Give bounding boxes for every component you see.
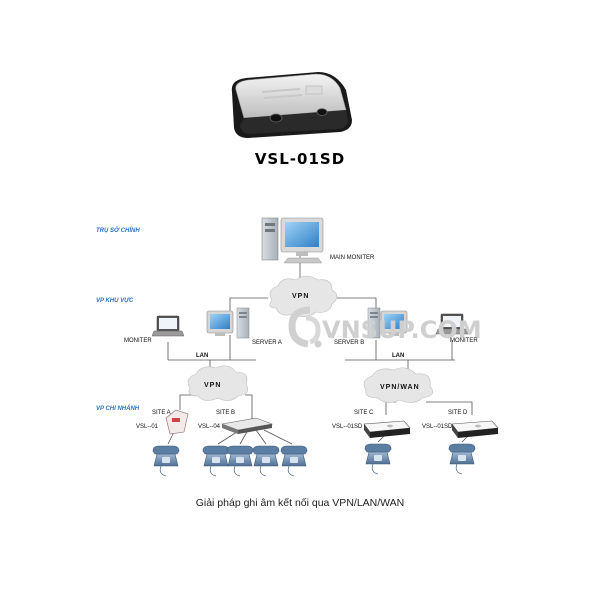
device-b-label: VSL--04 bbox=[198, 424, 221, 430]
main-monitor-computer bbox=[261, 217, 324, 264]
site-c-label: SITE C bbox=[354, 410, 374, 416]
vpn-top-label: VPN bbox=[292, 293, 310, 300]
site-a-recorder bbox=[165, 409, 189, 435]
phone-icon bbox=[202, 445, 230, 477]
site-b-label: SITE B bbox=[216, 410, 236, 416]
tier-label-branch-office: VP CHI NHÁNH bbox=[96, 406, 140, 412]
vpn-left-label: VPN bbox=[204, 382, 222, 389]
phone-icon bbox=[226, 445, 254, 477]
device-a-label: VSL--01 bbox=[136, 424, 159, 430]
tier-label-regional-office: VP KHU VỰC bbox=[96, 298, 134, 304]
product-model-title: VSL-01SD bbox=[254, 150, 346, 168]
tier-label-head-office: TRỤ SỞ CHÍNH bbox=[96, 228, 140, 234]
phone-icon bbox=[252, 445, 280, 477]
site-d-label: SITE D bbox=[448, 410, 468, 416]
server-a-label: SERVER A bbox=[252, 340, 282, 346]
phone-icon bbox=[280, 445, 308, 477]
main-monitor-label: MAIN MONITER bbox=[330, 255, 375, 261]
server-a-monitor bbox=[206, 310, 234, 337]
vpn-wan-right-label: VPN/WAN bbox=[380, 384, 420, 391]
phone-icon bbox=[364, 443, 392, 475]
watermark-text: VNSUP.COM bbox=[322, 316, 482, 344]
cloud-shapes bbox=[187, 275, 433, 403]
monitor-left-label: MONITER bbox=[124, 338, 152, 344]
phone-icon bbox=[448, 443, 476, 475]
site-a-label: SITE A bbox=[152, 410, 171, 416]
site-d-recorder bbox=[451, 420, 499, 439]
lan-right-label: LAN bbox=[392, 353, 405, 359]
site-c-recorder bbox=[363, 420, 411, 439]
watermark-logo-icon bbox=[288, 306, 322, 348]
server-a-tower bbox=[236, 307, 250, 339]
monitor-left-laptop bbox=[151, 315, 185, 337]
device-c-label: VSL--01SD bbox=[332, 424, 363, 430]
product-device-photo bbox=[231, 72, 352, 138]
device-d-label: VSL--01SD bbox=[422, 424, 453, 430]
lan-left-label: LAN bbox=[196, 353, 209, 359]
monitor-right-label: MONITER bbox=[450, 338, 478, 344]
site-b-recorder bbox=[220, 417, 274, 434]
diagram-caption: Giải pháp ghi âm kết nối qua VPN/LAN/WAN bbox=[195, 497, 405, 509]
phone-icon bbox=[152, 445, 180, 477]
server-b-label: SERVER B bbox=[334, 340, 365, 346]
